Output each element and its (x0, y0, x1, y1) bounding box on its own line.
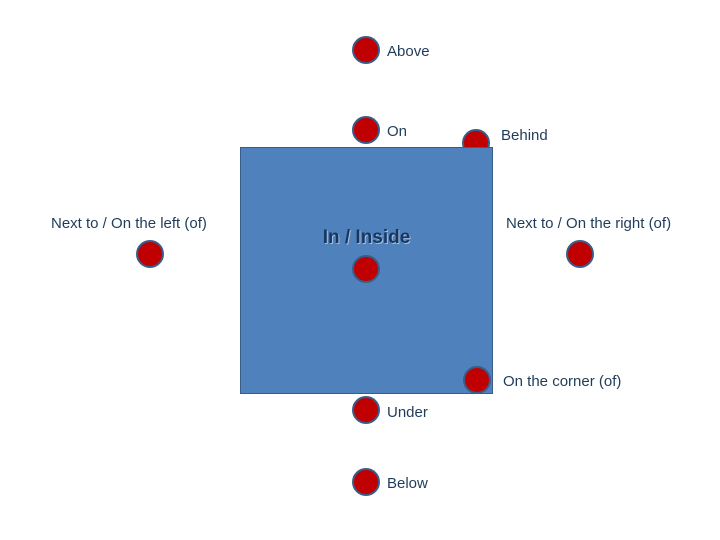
corner-dot (463, 366, 491, 394)
left-label: Next to / On the left (of) (51, 215, 207, 232)
inside-dot (352, 255, 380, 283)
right-label: Next to / On the right (of) (506, 215, 672, 232)
behind-label: Behind (501, 127, 548, 144)
left-dot (136, 240, 164, 268)
inside-label: In / Inside (322, 227, 411, 248)
right-dot (566, 240, 594, 268)
under-label: Under (387, 404, 428, 421)
corner-label: On the corner (of) (503, 373, 622, 390)
above-dot (352, 36, 380, 64)
under-dot (352, 396, 380, 424)
below-dot (352, 468, 380, 496)
on-label: On (387, 123, 408, 140)
above-label: Above (387, 43, 430, 60)
on-dot (352, 116, 380, 144)
below-label: Below (387, 475, 428, 492)
